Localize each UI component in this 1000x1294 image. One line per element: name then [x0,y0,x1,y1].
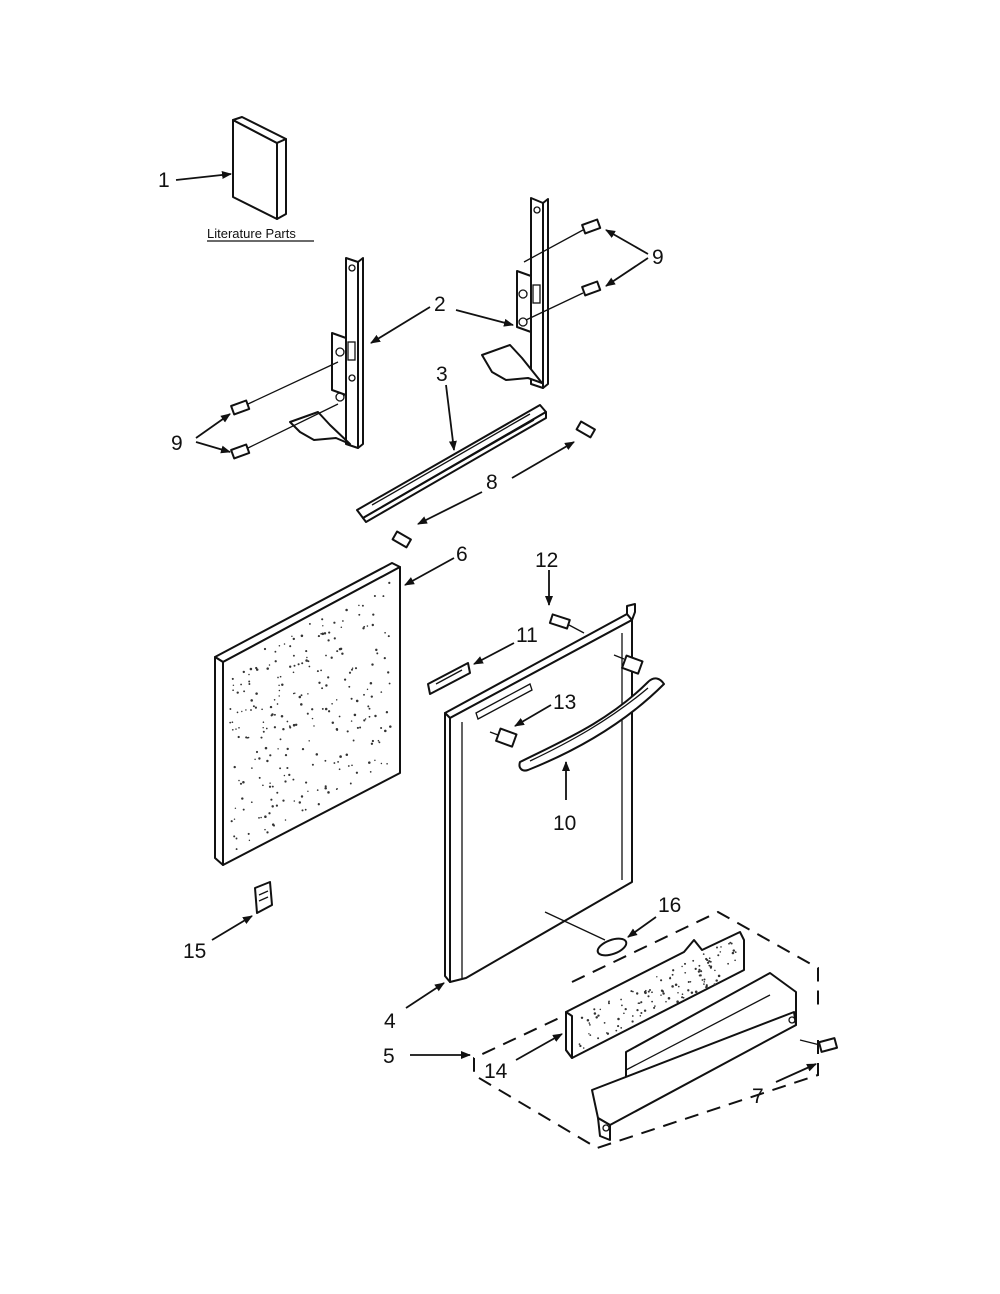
callout-12: 12 [535,549,558,572]
leader-1 [175,170,232,181]
callout-3: 3 [436,363,448,386]
model-badge-part [427,662,471,695]
door-handle-part [518,677,665,772]
leader-9-right-a [605,229,649,255]
leader-9-right-b [605,257,649,287]
callout-7: 7 [752,1085,764,1108]
rail-screw-right [575,420,596,439]
hinge-screw-lower-left [230,403,339,460]
hinge-screw-lower-right [525,280,602,321]
leader-13 [514,704,552,727]
callout-8: 8 [486,471,498,494]
hinge-screw-upper-left [230,361,339,416]
hinge-bracket-left-part [289,257,364,449]
hinge-bracket-right-part [481,197,549,389]
literature-parts-caption: Literature Parts [207,226,296,241]
leader-15 [211,915,253,941]
callout-1: 1 [158,169,170,192]
callout-9-left: 9 [171,432,183,455]
callout-10: 10 [553,812,576,835]
toe-kick-plate-part [591,972,797,1141]
leader-8-right [511,441,575,479]
oval-plug-part [596,937,628,957]
toe-panel-screw-part [799,1037,839,1053]
assembly-5-outline-bottom [473,1011,819,1150]
outer-door-panel-part [444,603,636,983]
hinge-screw-upper-right [523,218,602,263]
leader-3 [445,384,457,451]
panel-texture [229,581,392,851]
assembly-5-outline-top [571,910,819,1010]
callout-15: 15 [183,940,206,963]
callout-6: 6 [456,543,468,566]
panel-clip-part [254,881,273,914]
callout-13: 13 [553,691,576,714]
toe-insulation-strip-part [565,931,745,1059]
leader-9-left-b [195,441,231,454]
leader-6 [404,557,455,586]
leader-9-left-a [195,413,231,439]
badge-screw-part [548,613,585,634]
leader-4 [405,982,445,1009]
leader-16 [627,916,657,938]
leader-8-left [417,491,483,525]
leader-11 [473,642,515,665]
handle-spacer-right [613,654,644,675]
door-top-rail-part [356,404,547,523]
callout-16: 16 [658,894,681,917]
leader-2-right [455,309,514,327]
door-insulation-panel-part [214,562,401,866]
leader-2-left [370,306,431,344]
rail-screw-left [391,530,412,549]
callout-2: 2 [434,293,446,316]
callout-9-right: 9 [652,246,664,269]
leader-7 [775,1063,817,1083]
handle-spacer-left [489,727,518,748]
literature-booklet-part [232,116,287,220]
leader-14 [515,1033,563,1061]
callout-4: 4 [384,1010,396,1033]
callout-14: 14 [484,1060,508,1083]
callout-11: 11 [516,624,538,647]
callout-5: 5 [383,1045,395,1068]
strip-texture [578,941,737,1049]
